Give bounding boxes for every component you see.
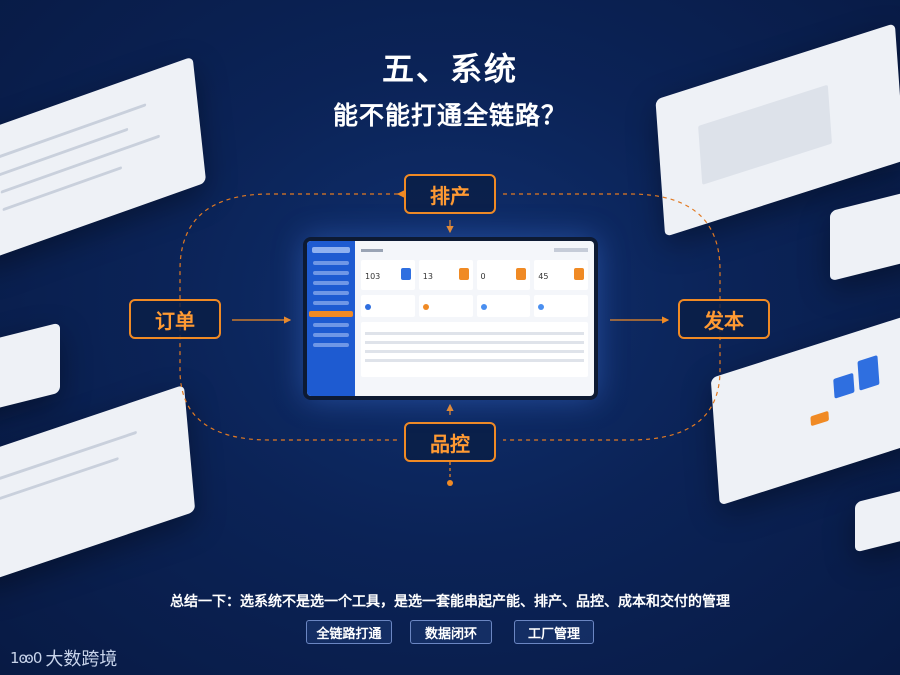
stat-card: 103 (361, 260, 415, 290)
tail-dot (447, 480, 453, 486)
dashboard-sidebar (307, 241, 355, 396)
node-cost: 发本 (678, 299, 770, 339)
node-quality: 品控 (404, 422, 496, 462)
tag-factory-mgmt: 工厂管理 (514, 620, 594, 644)
loop-path-right (503, 193, 721, 441)
dashboard-table (361, 322, 588, 377)
page-title: 五、系统 (381, 50, 518, 88)
stat-value: 103 (365, 272, 381, 281)
system-dashboard-device: 103 13 0 45 (303, 237, 598, 400)
page-subtitle: 能不能打通全链路？ (332, 101, 567, 130)
stat-card: 0 (476, 260, 531, 290)
tag-full-chain: 全链路打通 (306, 620, 392, 644)
brand-logo: 1ꙭ0 大数跨境 (10, 645, 117, 671)
stat-value: 45 (538, 272, 549, 281)
node-scheduling: 排产 (404, 174, 496, 214)
node-orders: 订单 (129, 299, 221, 339)
stat-value: 0 (480, 272, 486, 281)
stat-card: 45 (534, 260, 588, 290)
tag-data-loop: 数据闭环 (410, 620, 492, 644)
summary-text: 总结一下：选系统不是选一个工具，是选一套能串起产能、排产、品控、成本和交付的管理 (170, 594, 730, 610)
stat-value: 13 (422, 272, 433, 281)
dashboard-main: 103 13 0 45 (355, 241, 594, 396)
dashboard-screen: 103 13 0 45 (307, 241, 594, 396)
brand-mark-icon: 1ꙭ0 (10, 649, 42, 667)
stat-card: 13 (418, 260, 473, 290)
brand-name: 大数跨境 (45, 649, 118, 670)
